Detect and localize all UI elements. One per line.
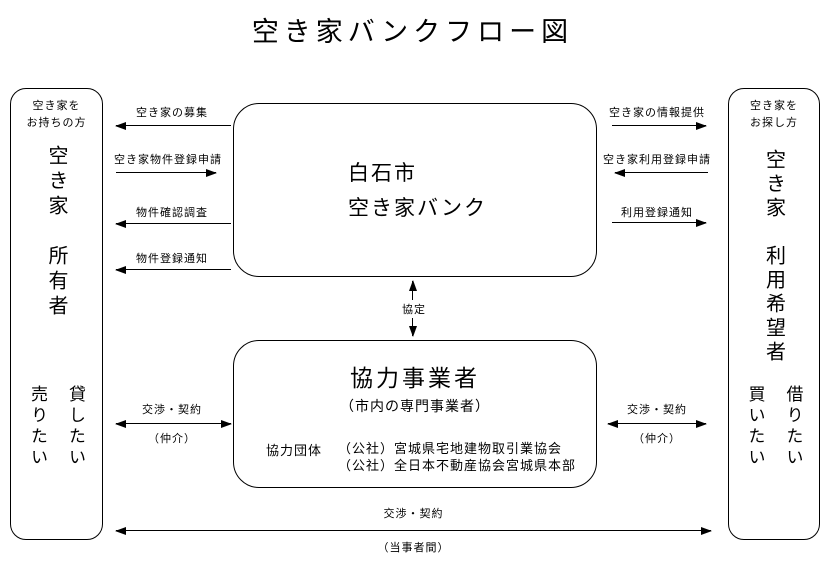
seeker-box-header: 空き家を お探し方 bbox=[750, 100, 798, 130]
arrowhead-right bbox=[696, 218, 707, 227]
arrow-label-property-registration-notice: 物件登録通知 bbox=[136, 253, 208, 265]
bank-label: 白石市 空き家バンク bbox=[348, 156, 487, 226]
seeker-want-buy: 買いたい bbox=[745, 385, 765, 469]
arrow-label-property-registration-apply: 空き家物件登録申請 bbox=[114, 154, 222, 166]
partner-group-item: （公社）全日本不動産協会宮城県本部 bbox=[338, 458, 577, 473]
arrowhead-left bbox=[115, 265, 126, 274]
arrow-label-seeker-negotiation: 交渉・契約 bbox=[627, 404, 687, 416]
arrow-label-property-survey: 物件確認調査 bbox=[136, 207, 208, 219]
arrow-label-owner-negotiation: 交渉・契約 bbox=[142, 404, 202, 416]
bank-box: 白石市 空き家バンク bbox=[233, 103, 597, 277]
diagram-title: 空き家バンクフロー図 bbox=[251, 17, 574, 47]
arrow-label-info-provide: 空き家の情報提供 bbox=[609, 107, 705, 119]
arrowhead-left bbox=[115, 526, 126, 535]
partner-group-item: （公社）宮城県宅地建物取引業協会 bbox=[338, 441, 563, 456]
arrow-label-use-registration-notice: 利用登録通知 bbox=[621, 207, 693, 219]
arrow-line bbox=[116, 423, 231, 424]
partner-subtitle: （市内の専門事業者） bbox=[340, 398, 490, 414]
seeker-role-label: 空き家 利用希望者 bbox=[762, 149, 785, 365]
arrow-line bbox=[116, 125, 231, 126]
arrow-sublabel-seeker-negotiation: （仲介） bbox=[633, 433, 681, 445]
arrow-use-registration-apply bbox=[614, 168, 709, 177]
arrow-line bbox=[116, 269, 231, 270]
arrow-seeker-negotiation bbox=[607, 419, 707, 428]
arrow-use-registration-notice bbox=[611, 218, 707, 227]
arrowhead-right bbox=[206, 168, 217, 177]
arrowhead-left bbox=[115, 219, 126, 228]
arrow-property-survey bbox=[115, 219, 232, 228]
arrow-label-agreement: 協定 bbox=[399, 300, 429, 318]
arrow-line bbox=[608, 423, 706, 424]
arrow-label-recruitment: 空き家の募集 bbox=[136, 107, 208, 119]
owner-box: 空き家を お持ちの方 空き家 所有者 貸したい 売りたい bbox=[10, 88, 103, 540]
arrow-line bbox=[612, 222, 706, 223]
arrow-label-use-registration-apply: 空き家利用登録申請 bbox=[603, 154, 711, 166]
arrowhead-left bbox=[115, 121, 126, 130]
owner-want-sell: 売りたい bbox=[28, 385, 47, 469]
arrow-line bbox=[116, 223, 231, 224]
partner-group-list: （公社）宮城県宅地建物取引業協会 （公社）全日本不動産協会宮城県本部 bbox=[338, 440, 576, 474]
arrow-line bbox=[116, 530, 711, 531]
arrowhead-right bbox=[696, 121, 707, 130]
arrow-sublabel-owner-negotiation: （仲介） bbox=[148, 433, 196, 445]
arrow-direct-negotiation bbox=[115, 526, 712, 535]
arrow-property-registration-apply bbox=[115, 168, 217, 177]
arrow-sublabel-direct-negotiation: （当事者間） bbox=[377, 542, 450, 554]
arrow-owner-negotiation bbox=[115, 419, 232, 428]
owner-wants: 貸したい 売りたい bbox=[25, 385, 88, 469]
partner-box: 協力事業者 （市内の専門事業者） 協力団体 （公社）宮城県宅地建物取引業協会 （… bbox=[233, 340, 597, 488]
bank-label-line2: 空き家バンク bbox=[348, 197, 488, 220]
arrowhead-right bbox=[696, 419, 707, 428]
arrow-recruitment bbox=[115, 121, 232, 130]
arrow-label-direct-negotiation: 交渉・契約 bbox=[383, 508, 444, 520]
seeker-wants: 借りたい 買いたい bbox=[743, 385, 806, 469]
arrowhead-down bbox=[408, 326, 417, 337]
arrow-property-registration-notice bbox=[115, 265, 232, 274]
seeker-want-rent: 借りたい bbox=[783, 385, 803, 469]
partner-title: 協力事業者 bbox=[350, 365, 480, 391]
arrowhead-left bbox=[115, 419, 126, 428]
bank-label-line1: 白石市 bbox=[348, 162, 417, 185]
arrowhead-right bbox=[701, 526, 712, 535]
arrowhead-right bbox=[221, 419, 232, 428]
owner-want-lend: 貸したい bbox=[66, 385, 85, 469]
seeker-box: 空き家を お探し方 空き家 利用希望者 借りたい 買いたい bbox=[728, 88, 820, 540]
owner-box-header: 空き家を お持ちの方 bbox=[26, 100, 87, 130]
arrowhead-up bbox=[408, 280, 417, 291]
arrow-line bbox=[612, 125, 706, 126]
owner-role-label: 空き家 所有者 bbox=[45, 145, 67, 320]
arrow-info-provide bbox=[611, 121, 707, 130]
arrowhead-left bbox=[607, 419, 618, 428]
arrow-line bbox=[116, 172, 216, 173]
arrowhead-left bbox=[614, 168, 625, 177]
arrow-line bbox=[615, 172, 708, 173]
partner-group-label: 協力団体 bbox=[266, 443, 323, 458]
